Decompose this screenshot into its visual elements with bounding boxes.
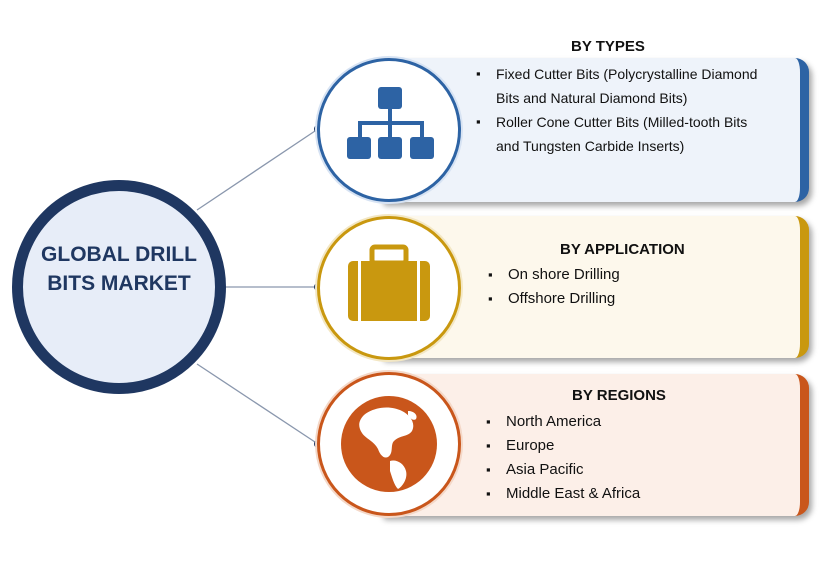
regions-heading: BY REGIONS (572, 387, 666, 404)
types-icon-circle (317, 58, 461, 202)
regions-item: Asia Pacific (484, 458, 764, 482)
connector-regions (196, 363, 319, 445)
types-item: Fixed Cutter Bits (Polycrystalline Diamo… (474, 62, 764, 110)
regions-icon-circle (317, 372, 461, 516)
types-list: Fixed Cutter Bits (Polycrystalline Diamo… (474, 62, 764, 158)
hierarchy-icon (347, 87, 434, 159)
main-topic-circle (12, 180, 226, 394)
regions-item: North America (484, 410, 764, 434)
application-heading: BY APPLICATION (560, 241, 685, 258)
briefcase-icon (348, 244, 430, 321)
regions-list: North America Europe Asia Pacific Middle… (484, 410, 764, 506)
main-topic-title: GLOBAL DRILL BITS MARKET (12, 240, 226, 298)
application-item: On shore Drilling (486, 263, 766, 287)
globe-icon (341, 396, 437, 492)
regions-item: Europe (484, 434, 764, 458)
application-list: On shore Drilling Offshore Drilling (486, 263, 766, 311)
types-item: Roller Cone Cutter Bits (Milled-tooth Bi… (474, 110, 764, 158)
main-title-line1: GLOBAL DRILL (41, 243, 197, 266)
regions-item: Middle East & Africa (484, 482, 764, 506)
application-icon-circle (317, 216, 461, 360)
connector-types (196, 128, 319, 211)
types-heading: BY TYPES (571, 38, 645, 55)
main-title-line2: BITS MARKET (47, 272, 191, 295)
application-item: Offshore Drilling (486, 287, 766, 311)
